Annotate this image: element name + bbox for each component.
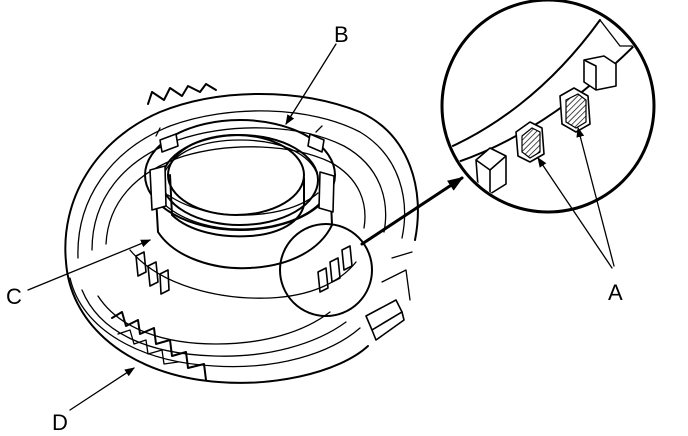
ring-2 xyxy=(91,127,387,251)
leader-c xyxy=(27,239,151,291)
gear-outer-edge xyxy=(64,93,419,263)
callout-a: A xyxy=(608,280,623,305)
detail-source-circle xyxy=(279,223,373,317)
leader-d xyxy=(69,367,135,411)
callout-b: B xyxy=(334,22,349,47)
leader-a-1 xyxy=(537,157,613,269)
gear-body xyxy=(64,93,419,384)
zoom-arrow xyxy=(360,176,464,246)
callout-d: D xyxy=(52,410,68,435)
gear-teeth-top xyxy=(147,83,217,105)
ring-3 xyxy=(105,146,366,245)
dog-teeth xyxy=(129,245,357,299)
inner-sleeve xyxy=(144,113,336,270)
callout-c: C xyxy=(6,284,22,309)
ring-5 xyxy=(81,289,347,357)
ring-1 xyxy=(77,110,406,259)
leader-a-2 xyxy=(576,127,615,267)
gear-teeth-bottom xyxy=(111,311,207,381)
detail-inset xyxy=(440,0,656,214)
side-teeth xyxy=(365,251,413,341)
leader-lines xyxy=(27,43,615,411)
gear-bottom-edge xyxy=(65,261,369,384)
ring-4 xyxy=(69,277,361,368)
leader-b xyxy=(285,43,337,125)
